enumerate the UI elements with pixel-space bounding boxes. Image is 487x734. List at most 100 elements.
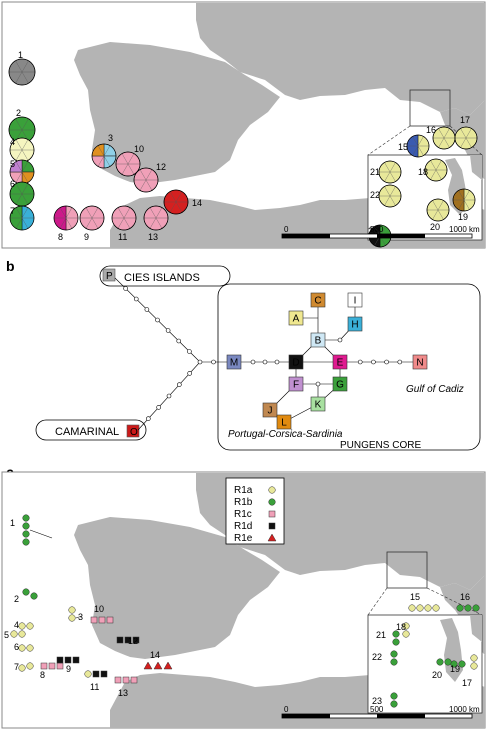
- marker-circle: [18, 630, 26, 638]
- node-K: K: [310, 396, 326, 412]
- marker-circle: [472, 604, 480, 612]
- marker-circle: [68, 606, 76, 614]
- c-inset-box-small: [386, 551, 428, 589]
- site-number: 2: [14, 594, 19, 604]
- intermediate-node: [371, 359, 376, 365]
- marker-square: [130, 676, 138, 684]
- pie-site-2: 2: [8, 108, 36, 144]
- pie-site-19: 19: [452, 188, 476, 222]
- marker-circle: [268, 486, 276, 494]
- iberia-land: [74, 42, 280, 184]
- marker-square: [56, 662, 64, 670]
- site-10-markers: 10: [90, 604, 114, 624]
- inset-box-small: [409, 89, 451, 127]
- node-A-label: A: [293, 314, 300, 325]
- pie-site-number: 1: [18, 50, 23, 60]
- marker-square: [92, 670, 100, 678]
- pie-site-number: 10: [134, 144, 144, 154]
- site-number: 21: [376, 630, 386, 640]
- marker-square: [268, 522, 276, 530]
- marker-circle: [22, 514, 30, 522]
- intermediate-node: [177, 382, 182, 387]
- site-18-markers: 18: [396, 622, 410, 638]
- core-label: PUNGENS CORE: [340, 440, 421, 451]
- c-iberia-land: [74, 517, 280, 659]
- pie-site-number: 12: [156, 162, 166, 172]
- scale-a-end: 1000 km: [449, 225, 480, 234]
- core-intermediate-nodes: [315, 337, 403, 387]
- site-23-markers: 23: [372, 692, 398, 708]
- marker-circle: [10, 630, 18, 638]
- scale-c-mid: 500: [370, 705, 384, 714]
- marker-circle: [84, 670, 92, 678]
- marker-circle: [392, 638, 400, 646]
- site-4-markers: 4: [14, 620, 34, 630]
- node-F: F: [288, 376, 304, 392]
- node-E-label: E: [337, 358, 344, 369]
- node-P: [102, 268, 116, 282]
- site-number: 3: [78, 612, 83, 622]
- site-number: 8: [40, 670, 45, 680]
- intermediate-node: [250, 359, 256, 365]
- pcs-label: Portugal-Corsica-Sardinia: [228, 429, 343, 440]
- marker-square: [268, 510, 276, 518]
- legend-item-r1a: R1a: [234, 485, 276, 496]
- marker-circle: [402, 630, 410, 638]
- site-2-markers: 2: [14, 588, 38, 604]
- node-P-label: P: [106, 271, 113, 282]
- pie-site-17: 17: [454, 115, 478, 150]
- cies-label: CIES ISLANDS: [124, 272, 200, 284]
- intermediate-node: [156, 405, 161, 410]
- pie-site-10: 10: [115, 144, 144, 177]
- pie-site-5: 5: [9, 159, 35, 185]
- inset-mainland-piece: [470, 155, 482, 180]
- cies-box: [99, 265, 231, 287]
- marker-square: [98, 616, 106, 624]
- node-C: C: [310, 292, 326, 308]
- pie-site-12: 12: [133, 162, 166, 193]
- pie-site-13: 13: [143, 205, 169, 242]
- site-21-markers: 21: [376, 630, 400, 646]
- marker-circle: [26, 622, 34, 630]
- site-number: 14: [150, 650, 160, 660]
- scale-a-mid: 500: [370, 225, 384, 234]
- intermediate-node: [357, 359, 363, 365]
- node-L: L: [276, 414, 292, 430]
- pie-site-14: 14: [163, 189, 202, 215]
- intermediate-node: [187, 349, 192, 354]
- marker-circle: [408, 604, 416, 612]
- intermediate-node: [274, 359, 280, 365]
- c-inset-corsica-sardinia: [440, 618, 463, 682]
- marker-circle: [390, 658, 398, 666]
- node-B-label: B: [315, 336, 322, 347]
- marker-square: [100, 670, 108, 678]
- node-G-label: G: [336, 380, 344, 391]
- pie-site-number: 21: [370, 167, 380, 177]
- panel-a-scale-bar: 0 500 1000 km: [281, 225, 480, 239]
- pie-site-number: 18: [418, 167, 428, 177]
- pie-site-number: 20: [430, 222, 440, 232]
- node-D-label: D: [292, 358, 299, 369]
- marker-triangle: [267, 533, 277, 542]
- marker-circle: [424, 604, 432, 612]
- intermediate-node: [176, 338, 182, 344]
- pie-site-number: 16: [426, 125, 436, 135]
- intermediate-node: [262, 359, 268, 365]
- marker-circle: [22, 588, 30, 596]
- pie-site-number: 5: [10, 159, 15, 169]
- site-number: 22: [372, 652, 382, 662]
- marker-circle: [402, 622, 410, 630]
- node-D: D: [288, 354, 304, 370]
- intermediate-node: [133, 296, 139, 302]
- intermediate-node: [165, 328, 171, 333]
- node-O: [126, 424, 140, 438]
- node-J: J: [262, 402, 278, 418]
- legend-label: R1d: [234, 521, 252, 532]
- cadiz-label: Gulf of Cadiz: [406, 384, 464, 395]
- node-G: G: [332, 376, 348, 392]
- pie-site-number: 13: [148, 232, 158, 242]
